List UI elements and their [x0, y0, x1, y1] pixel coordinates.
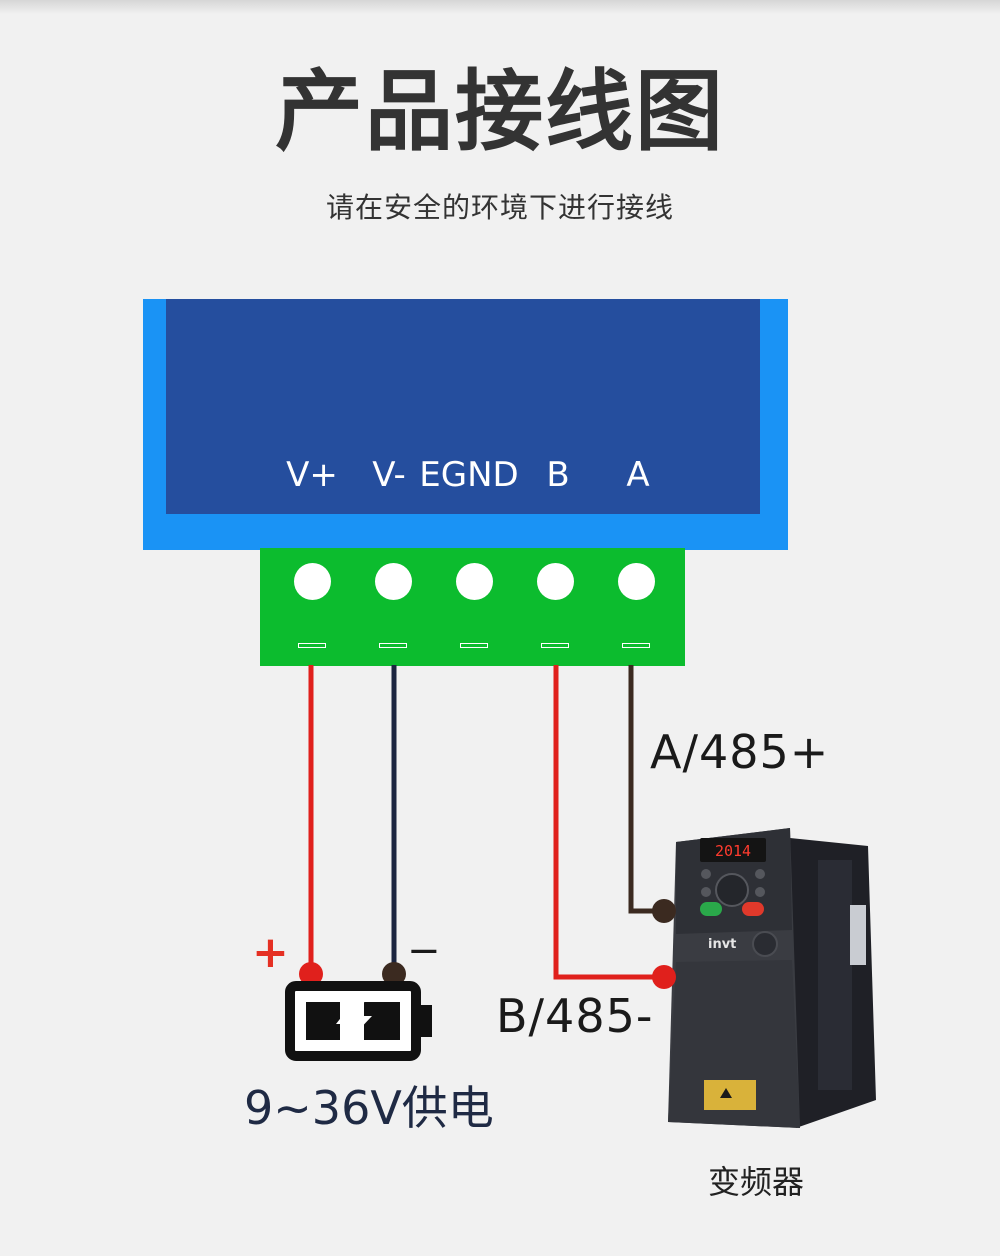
battery-charging-icon	[285, 981, 432, 1061]
pin-label-egnd: EGND	[419, 455, 519, 495]
terminal-screw-b[interactable]	[537, 563, 574, 600]
inverter-display	[700, 838, 766, 862]
terminal-screw-vplus[interactable]	[294, 563, 331, 600]
inverter-key[interactable]	[701, 869, 711, 879]
inverter-dial[interactable]	[715, 873, 749, 907]
label-a-485-plus: A/485+	[650, 725, 830, 779]
page-title: 产品接线图	[274, 60, 725, 163]
terminal-screw-vminus[interactable]	[375, 563, 412, 600]
inverter-lower-cover	[668, 960, 800, 1128]
power-supply-label: 9~36V供电	[244, 1081, 494, 1135]
battery-minus-terminal	[382, 962, 406, 986]
inverter-label: 变频器	[708, 1163, 805, 1201]
inverter-b-terminal	[652, 965, 676, 989]
pin-label-a: A	[626, 455, 650, 495]
wire-b	[553, 665, 664, 980]
terminal-screw-a[interactable]	[618, 563, 655, 600]
terminal-screw-egnd[interactable]	[456, 563, 493, 600]
inverter-knob	[752, 931, 778, 957]
battery-plus-terminal	[299, 962, 323, 986]
battery-minus-sign: −	[407, 928, 441, 974]
pin-label-b: B	[546, 455, 570, 495]
inverter-run-key[interactable]	[700, 902, 722, 916]
label-b-485-minus: B/485-	[496, 989, 654, 1043]
module-panel	[166, 299, 760, 514]
terminal-slot-b	[541, 643, 569, 648]
top-shadow	[0, 0, 1000, 14]
inverter-brand: invt	[708, 937, 736, 952]
inverter-key[interactable]	[701, 887, 711, 897]
terminal-slot-vminus	[379, 643, 407, 648]
inverter-drawing: 2014 invt	[668, 828, 876, 1128]
inverter-key[interactable]	[755, 887, 765, 897]
terminal-slot-vplus	[298, 643, 326, 648]
inverter-side-sticker	[850, 905, 866, 965]
battery-plus-sign: +	[252, 927, 289, 978]
inverter-a-terminal	[652, 899, 676, 923]
page-subtitle: 请在安全的环境下进行接线	[325, 191, 674, 224]
wire-a	[628, 665, 664, 914]
warning-triangle-icon	[720, 1088, 732, 1098]
pin-label-vminus: V-	[372, 455, 406, 495]
inverter-fins	[818, 860, 852, 1090]
terminal-slot-egnd	[460, 643, 488, 648]
terminal-slot-a	[622, 643, 650, 648]
inverter-display-text: 2014	[715, 842, 751, 860]
inverter-key[interactable]	[755, 869, 765, 879]
pin-label-vplus: V+	[286, 455, 338, 495]
inverter-stop-key[interactable]	[742, 902, 764, 916]
